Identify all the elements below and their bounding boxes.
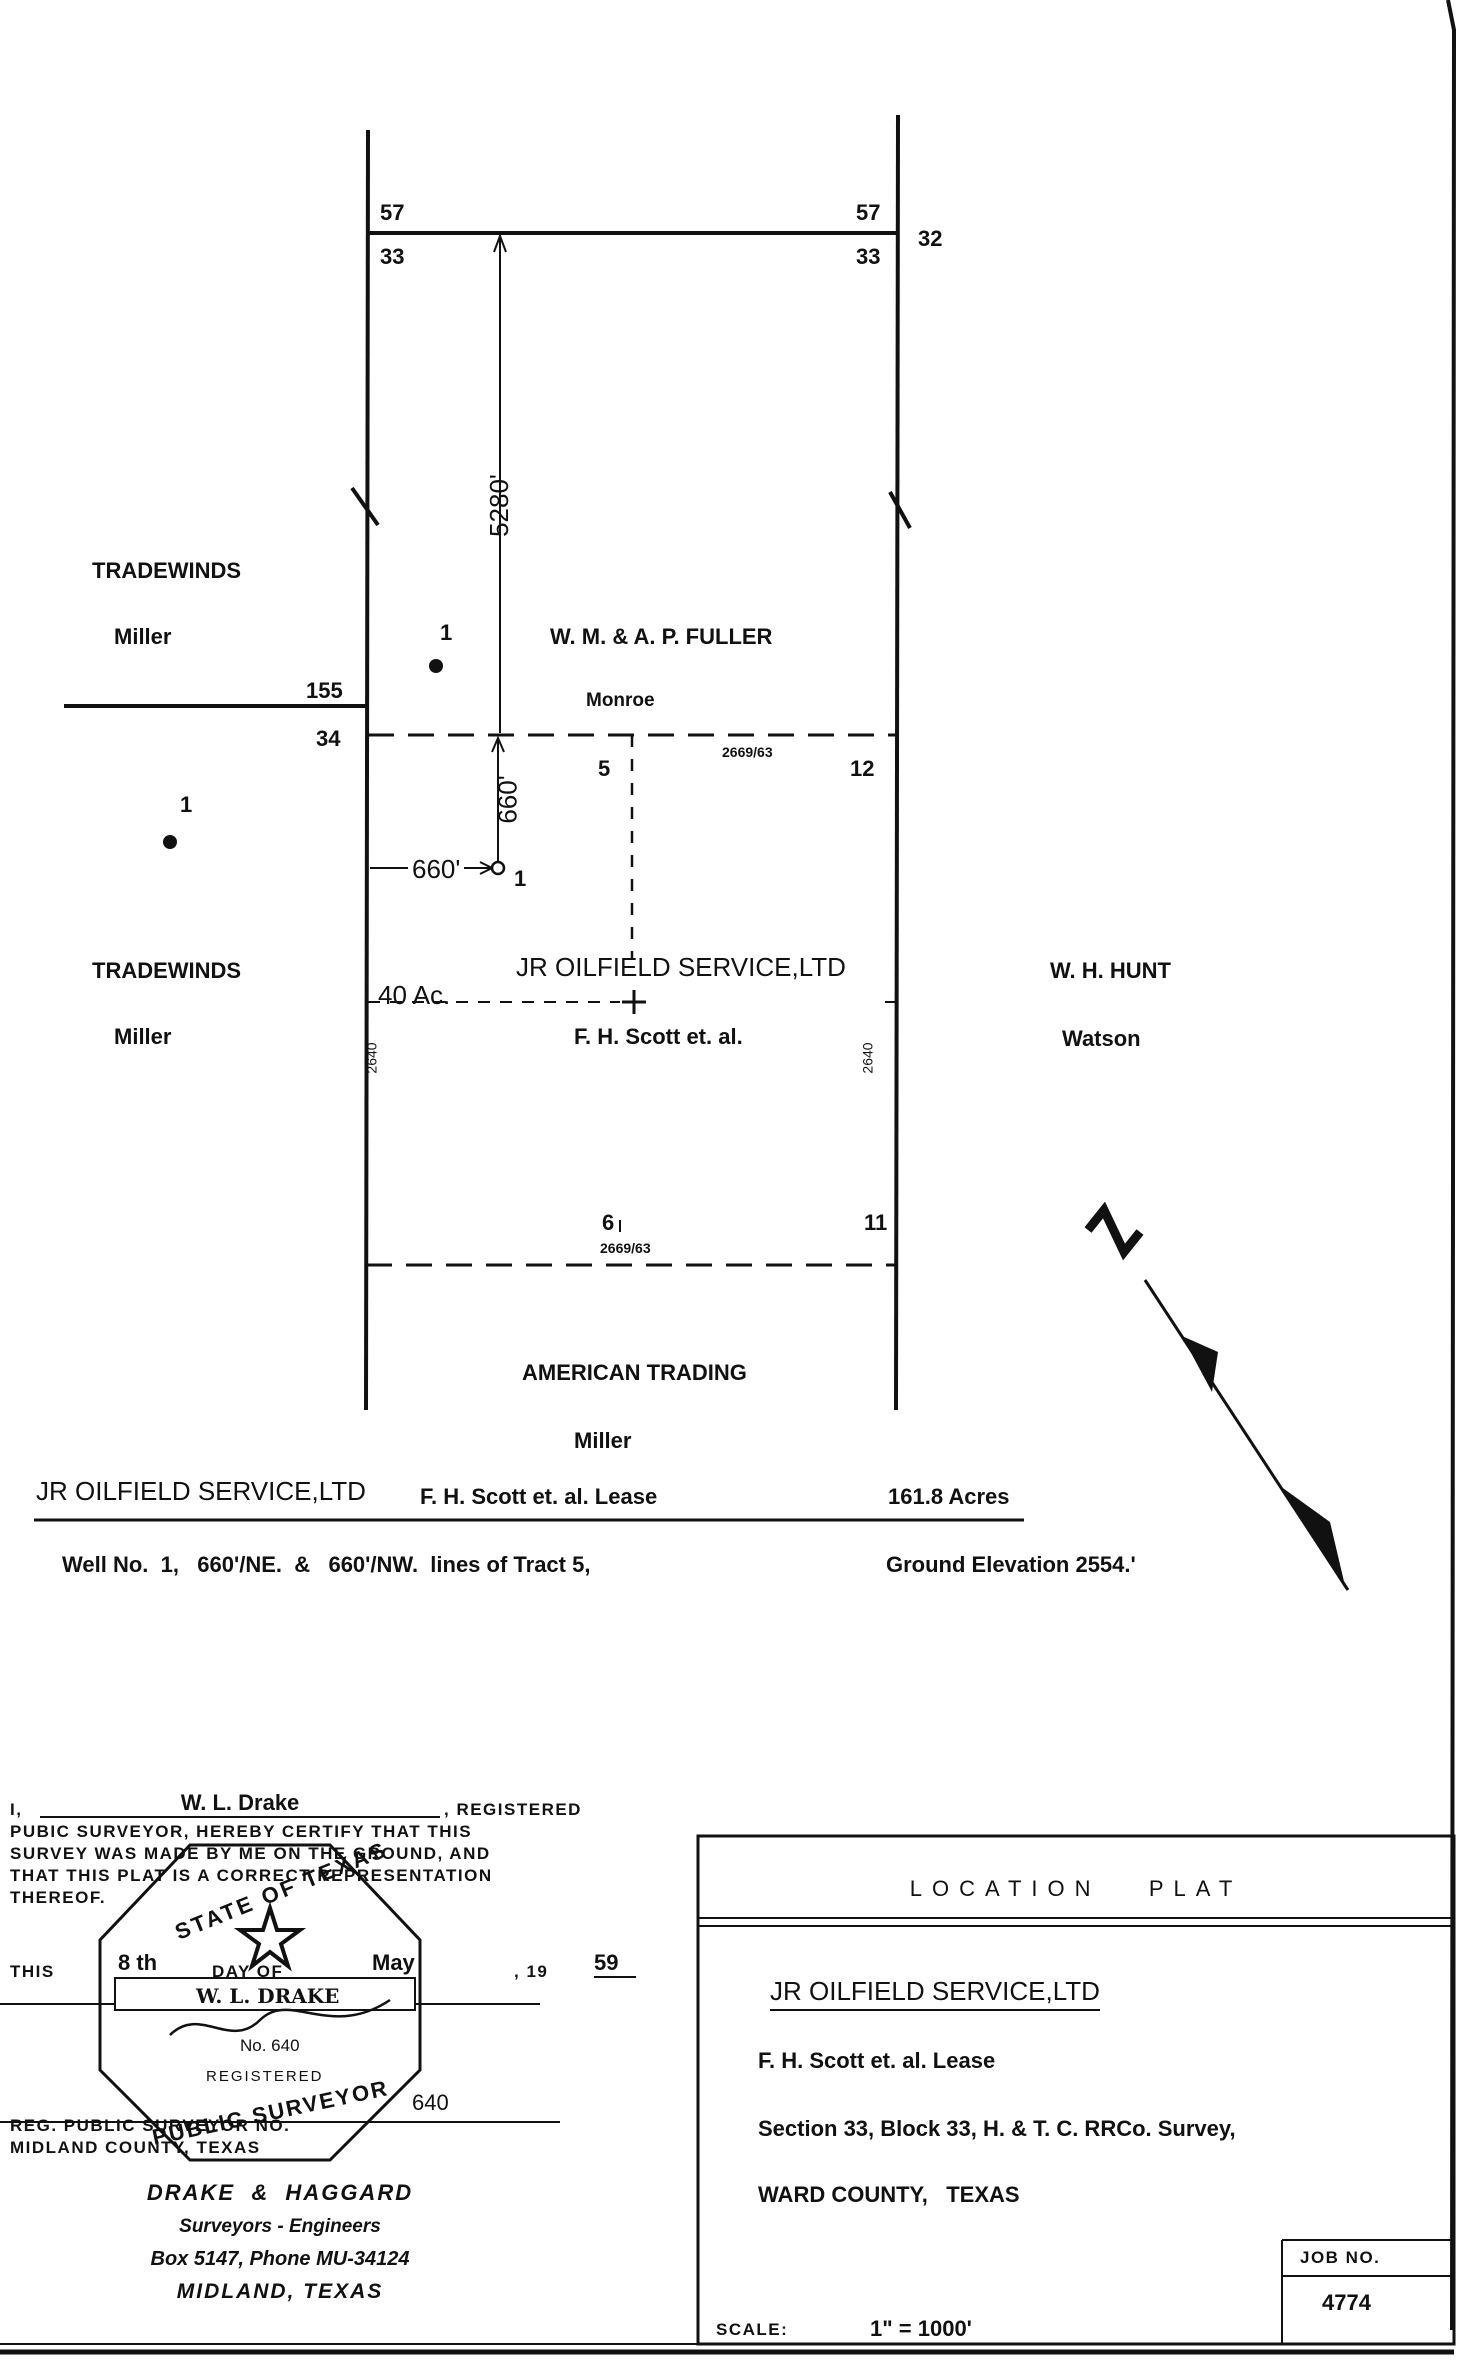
- title-block-frame: [696, 1834, 1456, 2346]
- dim-2640-east: 2640: [859, 1042, 876, 1074]
- break-mark-east: [888, 491, 912, 529]
- tract-12: 12: [850, 756, 875, 781]
- cert-line5: THEREOF.: [10, 1888, 107, 1907]
- seal-registered: REGISTERED: [206, 2068, 324, 2085]
- dim-2640-west: 2640: [363, 1042, 380, 1074]
- summary-elevation: Ground Elevation 2554.': [886, 1552, 1136, 1577]
- well-1-upper-label: 1: [440, 620, 453, 645]
- title-block-title: LOCATION PLAT: [909, 1876, 1243, 1901]
- cert-line4: THAT THIS PLAT IS A CORRECT REPRESENTATI…: [10, 1866, 493, 1885]
- cert-prefix: I,: [10, 1800, 23, 1819]
- cert-line3: SURVEY WAS MADE BY ME ON THE GROUND, AND: [10, 1844, 491, 1863]
- forty-acre-label: 40 Ac.: [378, 980, 451, 1010]
- owner-american-trading: AMERICAN TRADING: [522, 1360, 747, 1385]
- dim-2669-top: 2669/63: [722, 744, 773, 760]
- cert-day-number: 8 th: [118, 1950, 158, 1975]
- firm-name: DRAKE & HAGGARD: [146, 2180, 414, 2205]
- firm-subtitle: Surveyors - Engineers: [179, 2216, 381, 2237]
- title-block-scale-label: SCALE:: [716, 2320, 789, 2339]
- cert-year: 59: [594, 1950, 636, 1978]
- section-west-line: [364, 129, 370, 1411]
- dim-5280-label: 5280': [483, 474, 514, 537]
- summary-operator: JR OILFIELD SERVICE,LTD: [36, 1476, 366, 1506]
- title-block-scale: 1" = 1000': [870, 2316, 972, 2341]
- title-block-job-label: JOB NO.: [1300, 2248, 1381, 2267]
- break-mark-west: [350, 486, 380, 527]
- tract-6: 6: [602, 1210, 615, 1235]
- cert-county: MIDLAND COUNTY, TEXAS: [10, 2138, 261, 2157]
- north-arrow-icon: [1084, 1201, 1350, 1591]
- corner-tl-top: 57: [380, 200, 405, 225]
- section-east-line: [894, 114, 900, 1411]
- owner-tradewinds-mid: TRADEWINDS: [92, 958, 242, 983]
- cert-reg-number: 640: [412, 2090, 449, 2115]
- owner-fuller: W. M. & A. P. FULLER: [550, 624, 773, 649]
- owner-miller-top: Miller: [114, 624, 172, 649]
- summary-well-line: Well No. 1, 660'/NE. & 660'/NW. lines of…: [62, 1552, 591, 1577]
- firm-address: Box 5147, Phone MU-34124: [150, 2248, 410, 2270]
- corner-tl-bottom: 33: [380, 244, 405, 269]
- dim-2669-bottom: 2669/63: [600, 1240, 651, 1256]
- lease-center-label: F. H. Scott et. al.: [574, 1024, 743, 1049]
- owner-monroe: Monroe: [586, 690, 655, 711]
- well-1-left-label: 1: [180, 792, 193, 817]
- owner-miller-bottom: Miller: [574, 1428, 632, 1453]
- cert-surveyor-name: W. L. Drake: [40, 1790, 440, 1818]
- dim-660-vertical-label: 660': [492, 775, 523, 824]
- well-dot-upper: [429, 659, 443, 673]
- cert-this: THIS: [10, 1962, 55, 1981]
- title-block-job-number: 4774: [1322, 2290, 1371, 2315]
- well-dot-left: [163, 835, 177, 849]
- seal-surveyor-name: W. L. DRAKE: [196, 1984, 340, 2008]
- seal-number: No. 640: [240, 2036, 300, 2055]
- frame-right-border: [1446, 0, 1457, 2331]
- corner-155: 155: [306, 678, 343, 703]
- summary-lease: F. H. Scott et. al. Lease: [420, 1484, 658, 1509]
- summary-acres: 161.8 Acres: [888, 1484, 1010, 1509]
- star-icon: [233, 1901, 307, 1972]
- well-location-label: 1: [514, 866, 527, 891]
- tract-5: 5: [598, 756, 611, 781]
- owner-watson: Watson: [1062, 1026, 1141, 1051]
- corner-tr-bottom: 33: [856, 244, 881, 269]
- cert-line1-end: , REGISTERED: [444, 1800, 582, 1819]
- tract-11: 11: [864, 1210, 888, 1235]
- owner-tradewinds-top: TRADEWINDS: [92, 558, 242, 583]
- cert-month: May: [372, 1950, 415, 1975]
- title-block-county: WARD COUNTY, TEXAS: [758, 2182, 1020, 2207]
- title-block-section: Section 33, Block 33, H. & T. C. RRCo. S…: [758, 2116, 1236, 2141]
- corner-34: 34: [316, 726, 341, 751]
- well-location-marker: [490, 860, 506, 876]
- firm-city: MIDLAND, TEXAS: [176, 2280, 384, 2303]
- cert-line2: PUBIC SURVEYOR, HEREBY CERTIFY THAT THIS: [10, 1822, 473, 1841]
- dim-660-horizontal-label: 660': [412, 854, 461, 884]
- title-block-operator: JR OILFIELD SERVICE,LTD: [770, 1976, 1100, 2011]
- owner-miller-mid: Miller: [114, 1024, 172, 1049]
- title-block-lease: F. H. Scott et. al. Lease: [758, 2048, 996, 2073]
- corner-tr-side: 32: [918, 226, 943, 251]
- surveyor-seal: [98, 1843, 422, 2162]
- cert-year-prefix: , 19: [514, 1962, 549, 1981]
- operator-center-label: JR OILFIELD SERVICE,LTD: [516, 952, 846, 982]
- corner-tr-top: 57: [856, 200, 881, 225]
- owner-hunt: W. H. HUNT: [1050, 958, 1171, 983]
- cert-reg-label: REG. PUBLIC SURVEYOR NO.: [10, 2116, 291, 2135]
- cert-day-of: DAY OF: [212, 1962, 284, 1981]
